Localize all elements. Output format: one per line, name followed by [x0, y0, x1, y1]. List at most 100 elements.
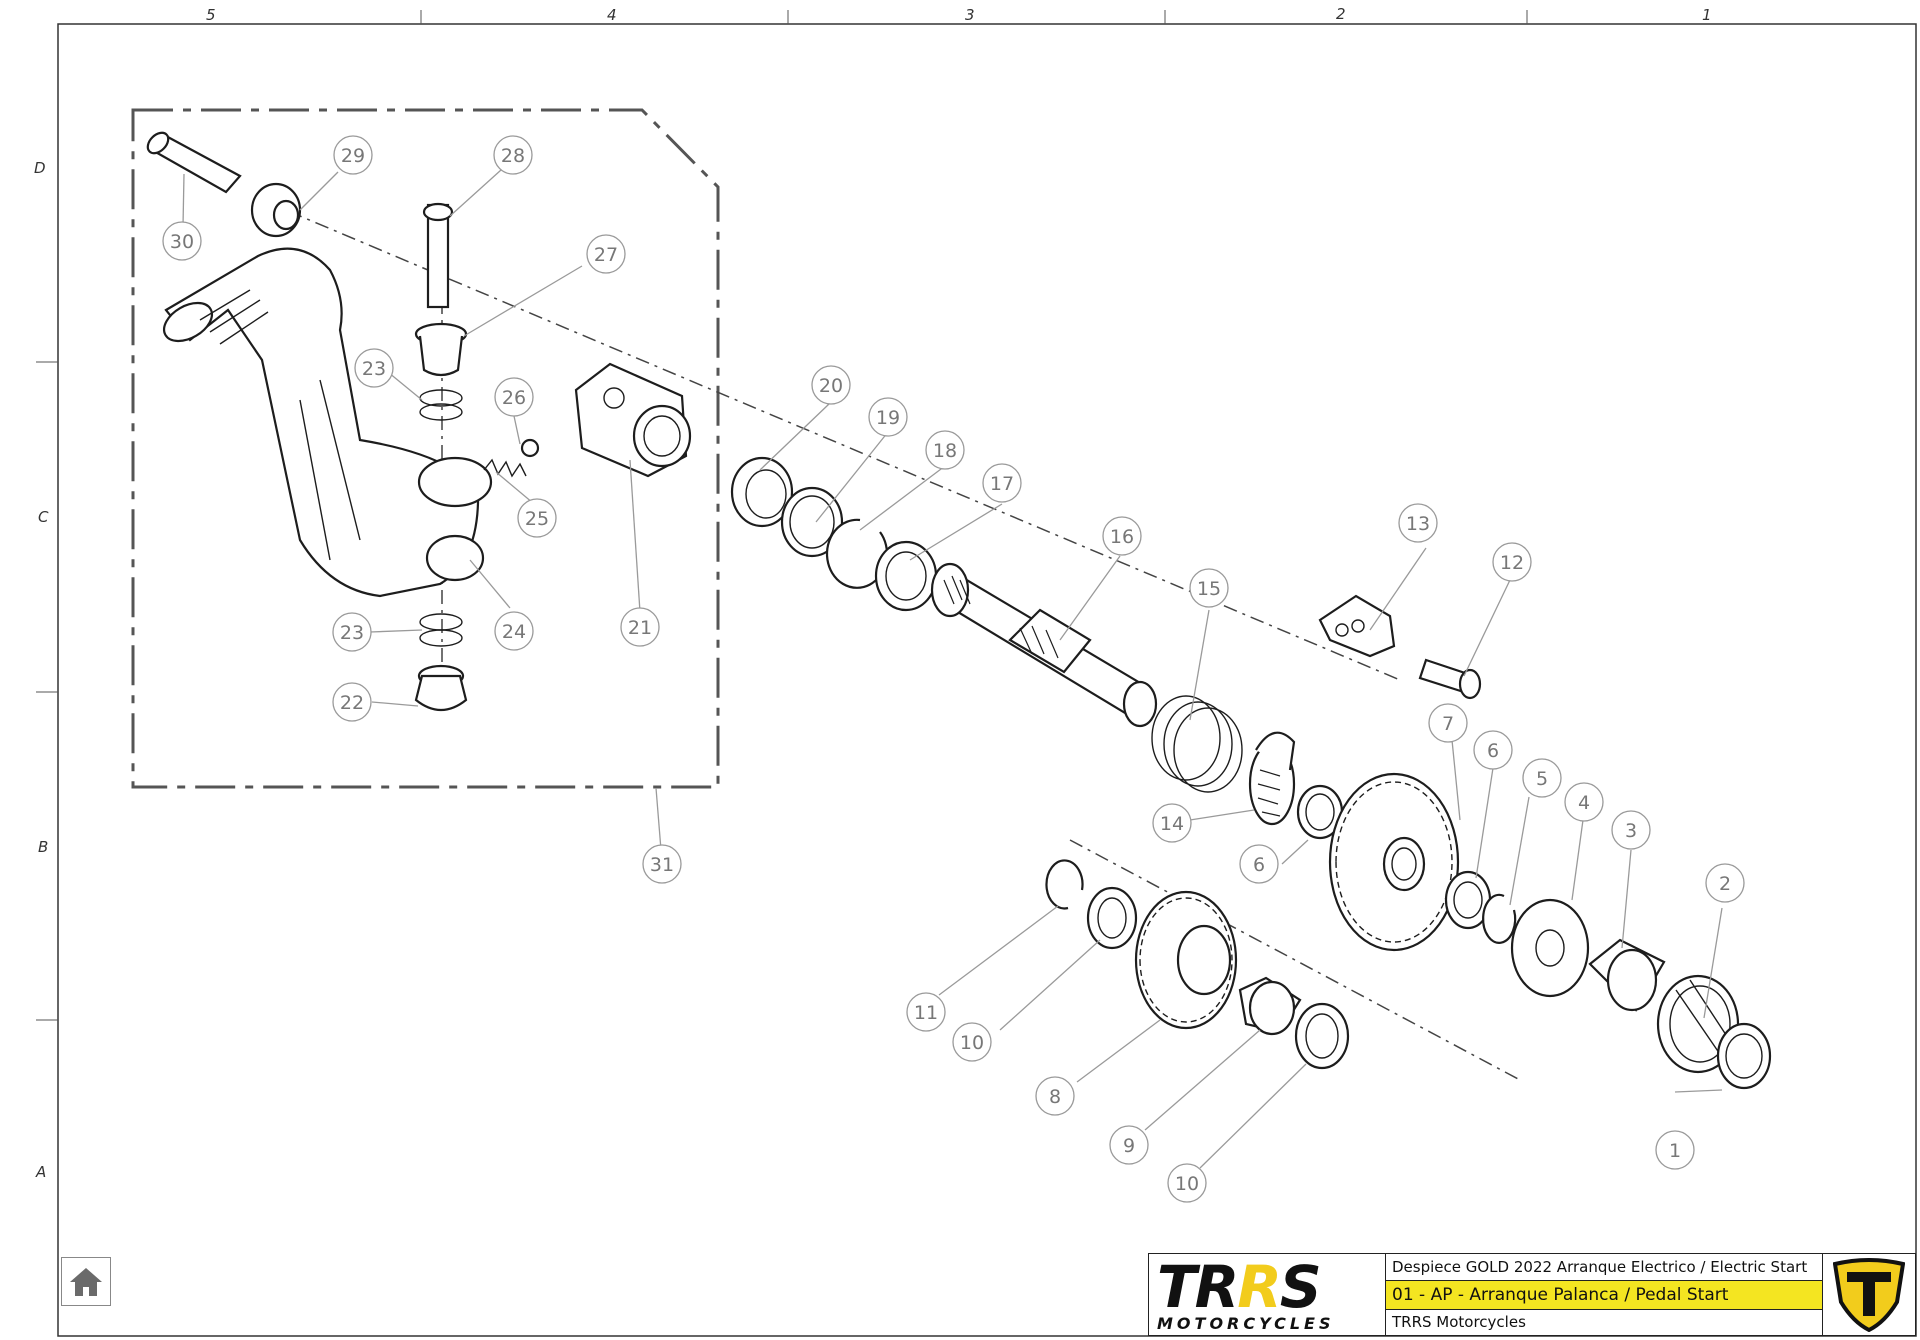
title-block: TRRS MOTORCYCLES Despiece GOLD 2022 Arra…: [1148, 1253, 1916, 1336]
callout-8: 8: [1035, 1076, 1075, 1116]
svg-text:12: 12: [1500, 552, 1524, 574]
svg-text:30: 30: [170, 231, 194, 253]
logo-main-text: TRRS: [1157, 1253, 1322, 1321]
callout-21: 21: [620, 607, 660, 647]
callout-25: 25: [517, 498, 557, 538]
callout-1: 1: [1655, 1130, 1695, 1170]
callout-14: 14: [1152, 803, 1192, 843]
svg-text:23: 23: [362, 358, 386, 380]
svg-text:24: 24: [502, 621, 526, 643]
callout-26: 26: [494, 377, 534, 417]
svg-text:29: 29: [341, 145, 365, 167]
part-23-orings-lower: [419, 613, 463, 647]
drawing-section-title: 01 - AP - Arranque Palanca / Pedal Start: [1386, 1281, 1822, 1310]
callout-16: 16: [1102, 516, 1142, 556]
svg-text:11: 11: [914, 1002, 938, 1024]
callout-28: 28: [493, 135, 533, 175]
part-1-washer: [1716, 1022, 1772, 1090]
callout-13: 13: [1398, 503, 1438, 543]
company-name: TRRS Motorcycles: [1392, 1313, 1526, 1331]
svg-text:18: 18: [933, 440, 957, 462]
svg-text:3: 3: [1625, 820, 1637, 842]
svg-text:19: 19: [876, 407, 900, 429]
callout-6-right: 6: [1473, 730, 1513, 770]
svg-text:4: 4: [1578, 792, 1590, 814]
callout-19: 19: [868, 397, 908, 437]
svg-text:2: 2: [1719, 873, 1731, 895]
callout-3: 3: [1611, 810, 1651, 850]
svg-text:1: 1: [1669, 1140, 1681, 1162]
callout-7: 7: [1428, 703, 1468, 743]
svg-text:25: 25: [525, 508, 549, 530]
part-10-washer-right: [1294, 1002, 1350, 1070]
svg-text:27: 27: [594, 244, 618, 266]
svg-text:28: 28: [501, 145, 525, 167]
part-20-seal: [730, 456, 794, 528]
callout-27: 27: [586, 234, 626, 274]
svg-text:13: 13: [1406, 513, 1430, 535]
part-9-bushing: [1238, 976, 1302, 1036]
callout-6-left: 6: [1239, 844, 1279, 884]
callout-31: 31: [642, 844, 682, 884]
part-25-spring: [483, 458, 527, 478]
svg-text:21: 21: [628, 617, 652, 639]
svg-text:26: 26: [502, 387, 526, 409]
svg-text:10: 10: [1175, 1173, 1199, 1195]
svg-text:6: 6: [1253, 854, 1265, 876]
home-button[interactable]: [61, 1257, 111, 1306]
callout-10-bottom: 10: [1167, 1163, 1207, 1203]
part-3-sleeve: [1588, 938, 1666, 1012]
callout-10-middle: 10: [952, 1022, 992, 1062]
drawing-frame: [57, 23, 1917, 1337]
callout-29: 29: [333, 135, 373, 175]
svg-text:14: 14: [1160, 813, 1184, 835]
row-label-d: D: [34, 159, 46, 177]
callout-4: 4: [1564, 782, 1604, 822]
callout-2: 2: [1705, 863, 1745, 903]
column-label-5: 5: [206, 6, 216, 24]
callout-22: 22: [332, 682, 372, 722]
svg-text:16: 16: [1110, 526, 1134, 548]
trrs-emblem-icon: [1833, 1258, 1905, 1332]
callout-9: 9: [1109, 1125, 1149, 1165]
svg-text:9: 9: [1123, 1135, 1135, 1157]
part-27-bushing: [414, 322, 468, 377]
part-7-gear: [1328, 772, 1460, 952]
kickstart-assembly-outline: [131, 108, 720, 789]
part-15-spring: [1151, 695, 1243, 793]
column-label-2: 2: [1336, 5, 1346, 23]
row-label-b: B: [38, 838, 48, 856]
svg-text:31: 31: [650, 854, 674, 876]
part-14-ratchet: [1248, 731, 1296, 826]
svg-text:6: 6: [1487, 740, 1499, 762]
svg-text:8: 8: [1049, 1086, 1061, 1108]
callout-12: 12: [1492, 542, 1532, 582]
drawing-description: Despiece GOLD 2022 Arranque Electrico / …: [1386, 1254, 1822, 1281]
home-icon: [70, 1268, 102, 1296]
callout-20: 20: [811, 365, 851, 405]
svg-text:7: 7: [1442, 713, 1454, 735]
part-19-washer: [780, 486, 844, 558]
part-24-kick-lever: [163, 247, 493, 598]
part-17-washer: [874, 540, 938, 612]
callout-24: 24: [494, 611, 534, 651]
column-label-4: 4: [607, 6, 617, 24]
logo-sub-text: MOTORCYCLES: [1157, 1314, 1335, 1333]
callout-5: 5: [1522, 758, 1562, 798]
part-11-circlip: [1045, 859, 1084, 910]
svg-text:15: 15: [1197, 578, 1221, 600]
callout-30: 30: [162, 221, 202, 261]
trrs-logo: TRRS MOTORCYCLES: [1149, 1254, 1386, 1335]
part-26-ball: [520, 438, 540, 458]
lower-axis-line: [1069, 839, 1521, 1081]
part-28-screw: [422, 202, 454, 309]
callout-11: 11: [906, 992, 946, 1032]
svg-text:20: 20: [819, 375, 843, 397]
callout-17: 17: [982, 463, 1022, 503]
column-label-3: 3: [965, 6, 975, 24]
part-21-kick-boss: [574, 362, 692, 478]
row-label-a: A: [35, 1163, 46, 1181]
part-10-washer-left: [1086, 886, 1138, 950]
part-30-bolt: [146, 131, 242, 194]
